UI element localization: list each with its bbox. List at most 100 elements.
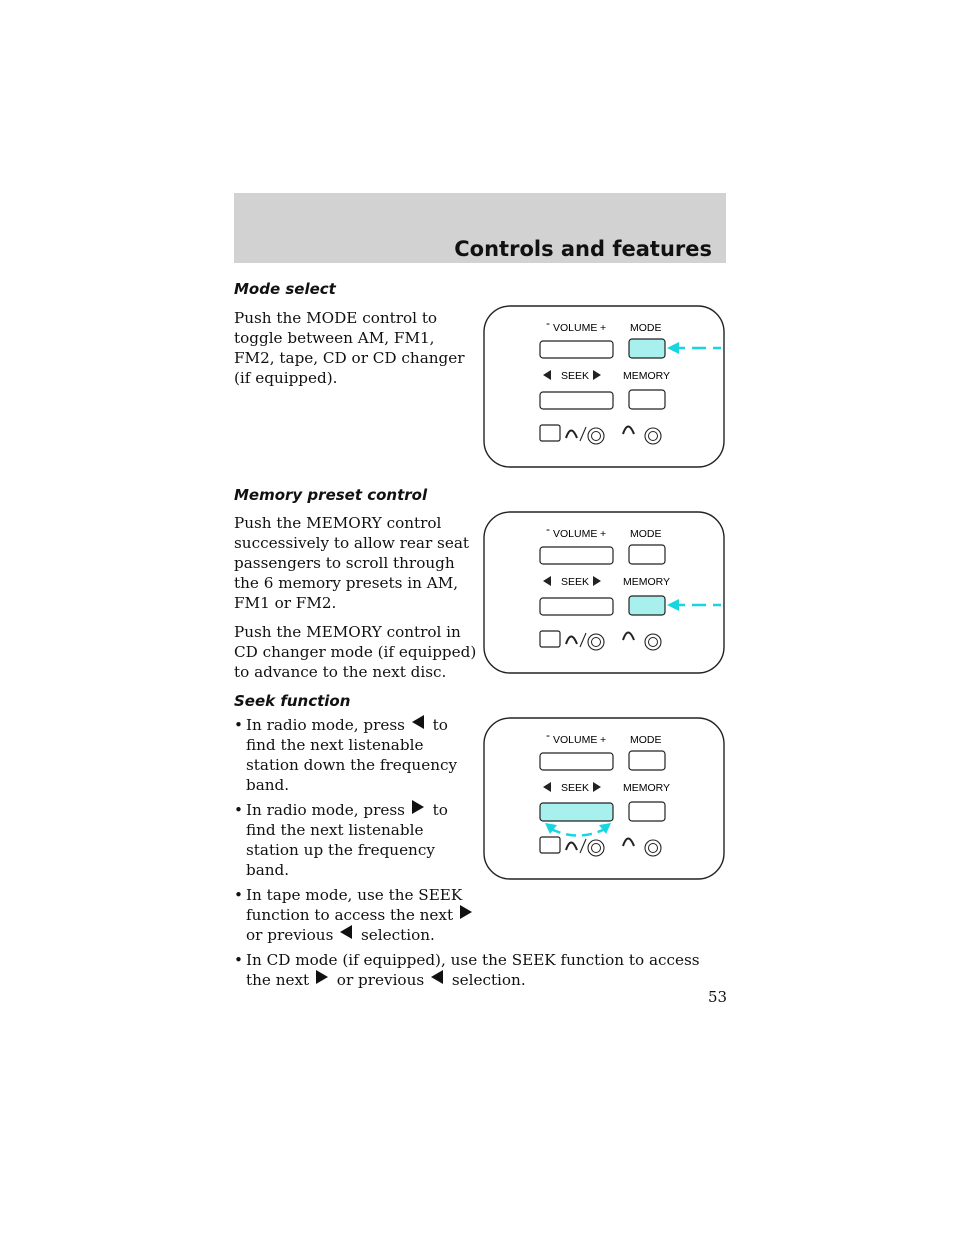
seek-previous-arrow-icon xyxy=(430,970,443,984)
headphone-mute-icon xyxy=(565,429,578,439)
rear-control-button[interactable] xyxy=(539,424,561,442)
pointer-dashed-arc xyxy=(550,827,606,837)
memory-preset-heading: Memory preset control xyxy=(234,486,428,504)
page-number: 53 xyxy=(708,988,728,1006)
seek-bullet-2: • In radio mode, press to find the next … xyxy=(234,800,481,880)
headphone-jack-2-inner xyxy=(648,843,658,853)
seek-right-arrow-icon xyxy=(593,576,601,586)
seek-next-arrow-icon xyxy=(315,970,328,984)
headphone-jack-2-inner xyxy=(648,431,658,441)
bullet-dot: • xyxy=(234,951,243,969)
seek-button[interactable] xyxy=(539,597,614,616)
headphone-jack-1-icon xyxy=(587,427,605,445)
mode-label: MODE xyxy=(630,734,662,746)
mode-label: MODE xyxy=(630,322,662,334)
seek-button[interactable] xyxy=(539,802,614,822)
volume-button[interactable] xyxy=(539,546,614,565)
seek-label: SEEK xyxy=(561,576,589,588)
volume-minus-label: - xyxy=(546,728,550,742)
seek-bullet-list: • In radio mode, press to find the next … xyxy=(234,715,734,995)
seek-previous-arrow-icon xyxy=(340,925,353,939)
volume-button[interactable] xyxy=(539,340,614,359)
mode-button[interactable] xyxy=(628,544,666,565)
seek-bullet-1-text-a: In radio mode, press xyxy=(246,716,405,734)
bullet-dot: • xyxy=(234,801,243,819)
seek-bullet-4-text-a: In CD mode (if equipped), use the SEEK f… xyxy=(246,951,700,989)
rear-seat-controls-diagram-seek: - VOLUME + MODE SEEK MEMORY xyxy=(483,717,725,880)
mode-select-heading: Mode select xyxy=(234,280,336,298)
seek-down-arrow-icon xyxy=(411,715,424,729)
mode-select-paragraph: Push the MODE control to toggle between … xyxy=(234,309,465,387)
memory-button[interactable] xyxy=(628,801,666,822)
headphone-jack-2-inner xyxy=(648,637,658,647)
volume-button[interactable] xyxy=(539,752,614,771)
headphone-icon xyxy=(622,425,635,435)
headphone-icon xyxy=(622,631,635,641)
headphone-jack-1-inner xyxy=(591,637,601,647)
seek-label: SEEK xyxy=(561,370,589,382)
seek-bullet-4: • In CD mode (if equipped), use the SEEK… xyxy=(234,950,726,990)
memory-preset-paragraph-2: Push the MEMORY control in CD changer mo… xyxy=(234,623,477,681)
headphone-jack-1-icon xyxy=(587,633,605,651)
rear-control-button[interactable] xyxy=(539,836,561,854)
seek-bullet-3-text-c: selection. xyxy=(361,926,435,944)
seek-bullet-4-text-c: selection. xyxy=(451,971,526,989)
volume-minus-label: - xyxy=(546,522,550,536)
seek-label: SEEK xyxy=(561,782,589,794)
headphone-jack-2-icon xyxy=(644,427,662,445)
pointer-arrow-icon xyxy=(667,342,679,354)
memory-label: MEMORY xyxy=(623,576,670,588)
seek-up-arrow-icon xyxy=(411,800,424,814)
seek-bullet-3-text-a: In tape mode, use the SEEK function to a… xyxy=(246,886,463,924)
memory-preset-paragraph-1: Push the MEMORY control successively to … xyxy=(234,514,469,612)
headphone-icon xyxy=(622,837,635,847)
rear-seat-controls-diagram-memory: - VOLUME + MODE SEEK MEMORY xyxy=(483,511,725,674)
headphone-jack-1-inner xyxy=(591,431,601,441)
headphone-jack-2-icon xyxy=(644,839,662,857)
seek-next-arrow-icon xyxy=(459,905,472,919)
mute-slash xyxy=(579,632,587,648)
mode-button[interactable] xyxy=(628,750,666,771)
rear-control-button[interactable] xyxy=(539,630,561,648)
bullet-dot: • xyxy=(234,716,243,734)
seek-bullet-3-text-b: or previous xyxy=(246,926,334,944)
bullet-dot: • xyxy=(234,886,243,904)
seek-left-arrow-icon xyxy=(543,782,551,792)
pointer-arrow-icon xyxy=(667,599,679,611)
seek-bullet-3: • In tape mode, use the SEEK function to… xyxy=(234,885,486,945)
seek-bullet-2-text-b: to find the next listenable station up t… xyxy=(246,801,448,879)
memory-label: MEMORY xyxy=(623,370,670,382)
seek-bullet-1: • In radio mode, press to find the next … xyxy=(234,715,481,795)
seek-right-arrow-icon xyxy=(593,782,601,792)
seek-left-arrow-icon xyxy=(543,370,551,380)
headphone-mute-icon xyxy=(565,635,578,645)
volume-label: VOLUME xyxy=(553,734,597,746)
volume-plus-label: + xyxy=(600,528,606,540)
volume-plus-label: + xyxy=(600,322,606,334)
seek-bullet-1-text-b: to find the next listenable station down… xyxy=(246,716,458,794)
section-title: Controls and features xyxy=(454,237,712,261)
memory-label: MEMORY xyxy=(623,782,670,794)
volume-plus-label: + xyxy=(600,734,606,746)
volume-minus-label: - xyxy=(546,316,550,330)
pointer-arrow-right-icon xyxy=(599,823,611,834)
headphone-jack-1-inner xyxy=(591,843,601,853)
pointer-arrow-left-icon xyxy=(545,823,557,834)
mode-button[interactable] xyxy=(628,338,666,359)
headphone-jack-1-icon xyxy=(587,839,605,857)
seek-bullet-4-text-b: or previous xyxy=(336,971,425,989)
mute-slash xyxy=(579,838,587,854)
seek-left-arrow-icon xyxy=(543,576,551,586)
mode-select-text: Push the MODE control to toggle between … xyxy=(234,308,479,397)
volume-label: VOLUME xyxy=(553,322,597,334)
seek-right-arrow-icon xyxy=(593,370,601,380)
header-band: Controls and features xyxy=(234,193,726,263)
seek-button[interactable] xyxy=(539,391,614,410)
memory-button[interactable] xyxy=(628,595,666,616)
rear-seat-controls-diagram-mode: - VOLUME + MODE SEEK MEMORY xyxy=(483,305,725,468)
seek-function-heading: Seek function xyxy=(234,692,351,710)
volume-label: VOLUME xyxy=(553,528,597,540)
headphone-jack-2-icon xyxy=(644,633,662,651)
mute-slash xyxy=(579,426,587,442)
memory-button[interactable] xyxy=(628,389,666,410)
